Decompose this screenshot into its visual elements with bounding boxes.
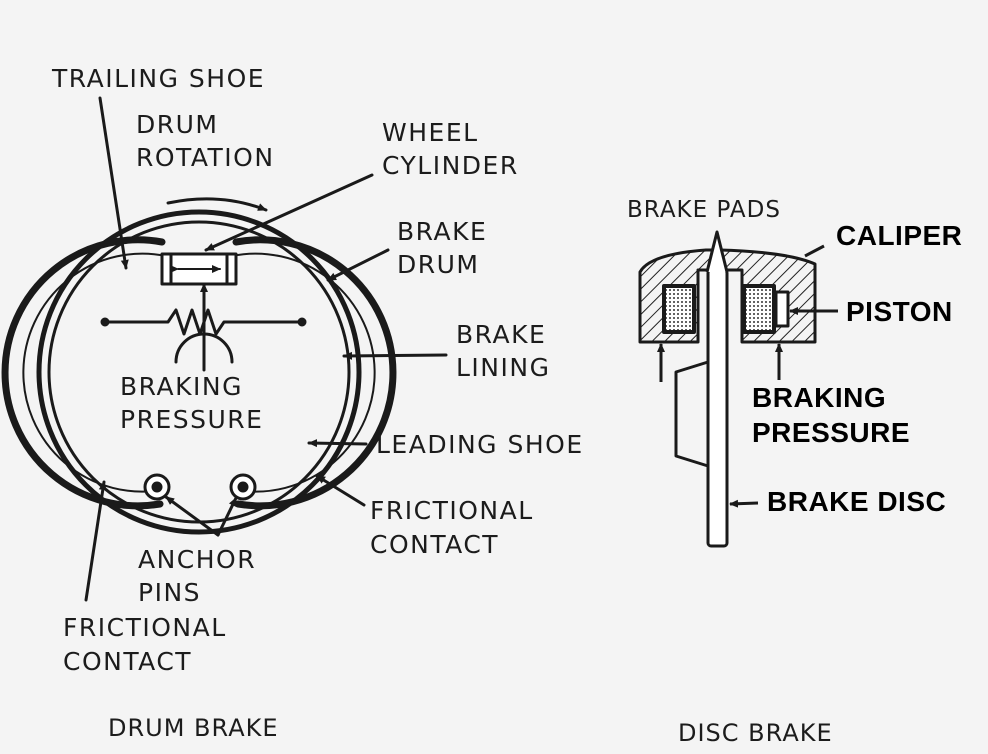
spring-anchor-right: [297, 317, 307, 327]
leader-brake-drum: [326, 248, 390, 282]
leader-frictional-contact-right: [315, 474, 366, 507]
leader-brake-lining: [342, 351, 448, 360]
anchor-pins-label-line2: PINS: [138, 578, 202, 607]
brake-disc: [706, 268, 729, 548]
wheel-cylinder-label-line2: CYLINDER: [382, 151, 519, 180]
brake-drum-label-line1: BRAKE: [397, 217, 488, 246]
frictional-contact-right-label-line1: FRICTIONAL: [370, 496, 534, 525]
brake-pads-arrow: [705, 230, 729, 273]
leader-leading-shoe: [307, 439, 368, 448]
anchor-pins-label-line1: ANCHOR: [138, 545, 257, 574]
brake-drum-outer-ring: [36, 209, 362, 535]
spring-anchor-left: [100, 317, 110, 327]
anchor-pin-right-inner: [237, 481, 249, 493]
leading-shoe-web: [231, 252, 376, 493]
disc-braking-pressure-label-line2: PRESSURE: [752, 417, 911, 448]
leader-trailing-shoe: [98, 96, 129, 270]
leader-brake-disc: [729, 499, 759, 508]
leading-shoe-label: LEADING SHOE: [376, 430, 584, 459]
disc-braking-pressure-label-line1: BRAKING: [752, 382, 887, 413]
disc-hub: [674, 360, 709, 468]
brake-drum-label-line2: DRUM: [397, 250, 480, 279]
drum-brake-diagram: [1, 96, 448, 602]
trailing-shoe-lining: [1, 236, 166, 510]
drum-brake-caption: DRUM BRAKE: [108, 714, 279, 742]
leader-wheel-cylinder: [204, 173, 374, 252]
brake-lining-label-line1: BRAKE: [456, 320, 547, 349]
return-spring: [103, 308, 304, 336]
frictional-contact-left-label-line2: CONTACT: [63, 647, 193, 676]
leader-caliper: [804, 244, 825, 258]
leading-shoe-lining: [232, 236, 397, 510]
trailing-shoe-label: TRAILING SHOE: [52, 64, 266, 93]
frictional-contact-left-label-line1: FRICTIONAL: [63, 613, 227, 642]
drum-rotation-label-line2: ROTATION: [136, 143, 275, 172]
anchor-pin-left-inner: [151, 481, 163, 493]
drum-rotation-arrow: [166, 197, 268, 212]
brake-pads-label: BRAKE PADS: [627, 197, 781, 223]
caliper-label: CALIPER: [836, 220, 963, 251]
braking-pressure-label-line2: PRESSURE: [120, 405, 264, 434]
inner-brake-pad: [662, 284, 696, 334]
leader-anchor-pin-left: [164, 495, 220, 537]
leader-frictional-contact-left: [84, 480, 107, 602]
disc-brake-diagram: [638, 230, 838, 548]
wheel-cylinder-body: [160, 252, 238, 286]
outer-brake-pad: [742, 284, 776, 334]
frictional-contact-right-label-line2: CONTACT: [370, 530, 500, 559]
piston: [774, 290, 790, 328]
disc-brake-caption: DISC BRAKE: [678, 719, 833, 747]
wheel-cylinder-label-line1: WHEEL: [382, 118, 479, 147]
leader-anchor-pin-right: [216, 496, 238, 537]
drum-rotation-label-line1: DRUM: [136, 110, 219, 139]
piston-label: PISTON: [846, 296, 953, 327]
braking-pressure-label-line1: BRAKING: [120, 372, 243, 401]
brake-disc-label: BRAKE DISC: [767, 486, 947, 517]
brake-lining-label-line2: LINING: [456, 353, 551, 382]
